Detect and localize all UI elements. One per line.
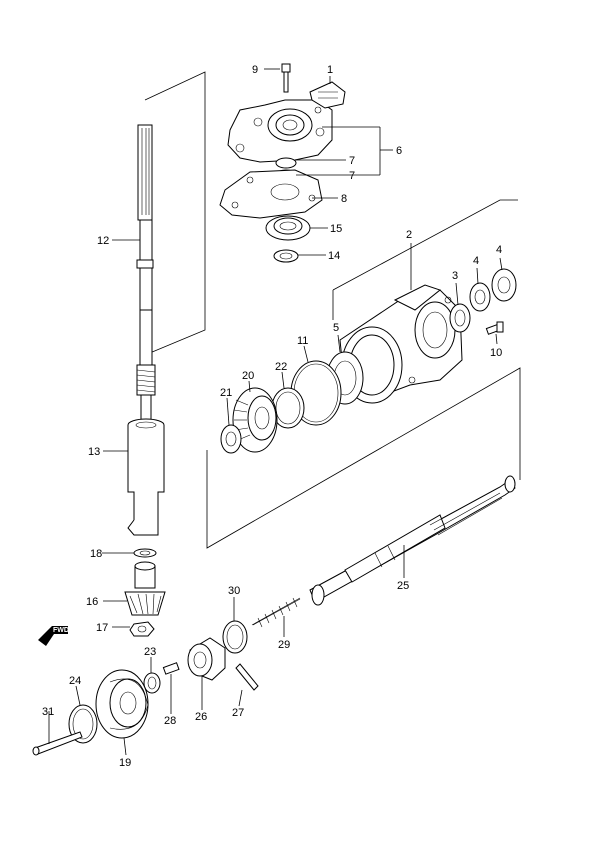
callout-27: 27 bbox=[232, 707, 244, 719]
callout-6: 6 bbox=[396, 145, 402, 157]
callout-7b: 7 bbox=[349, 170, 355, 182]
callout-11: 11 bbox=[297, 335, 308, 347]
drive-shaft-spring bbox=[136, 364, 156, 396]
forward-gear bbox=[232, 387, 278, 453]
callout-14: 14 bbox=[328, 250, 340, 262]
ring-30 bbox=[222, 620, 248, 654]
callout-22: 22 bbox=[275, 361, 287, 373]
forward-label: FWD bbox=[53, 627, 69, 634]
callout-13: 13 bbox=[88, 446, 100, 458]
callout-5: 5 bbox=[333, 322, 339, 334]
callout-26: 26 bbox=[195, 711, 207, 723]
pinion-nut bbox=[129, 621, 155, 637]
callout-28: 28 bbox=[164, 715, 176, 727]
seal-4a bbox=[469, 282, 491, 312]
group-bracket-upper bbox=[144, 71, 206, 356]
callout-20: 20 bbox=[242, 370, 254, 382]
callout-4b: 4 bbox=[496, 244, 502, 256]
callout-10: 10 bbox=[490, 347, 502, 359]
callout-12: 12 bbox=[97, 235, 109, 247]
drive-shaft-sleeve bbox=[127, 418, 165, 536]
washer-21 bbox=[220, 424, 242, 454]
callout-21: 21 bbox=[220, 387, 232, 399]
bolt-10 bbox=[485, 321, 504, 335]
bearing-3 bbox=[449, 303, 471, 333]
bearing-15 bbox=[265, 215, 311, 241]
drive-shaft bbox=[136, 124, 156, 421]
callout-8: 8 bbox=[341, 193, 347, 205]
seal-14 bbox=[273, 249, 299, 263]
group-bracket-middle bbox=[332, 199, 518, 320]
spring-29 bbox=[251, 597, 301, 628]
washer-18 bbox=[133, 548, 157, 558]
callout-25: 25 bbox=[397, 580, 409, 592]
callout-24: 24 bbox=[69, 675, 81, 687]
push-rod-31 bbox=[32, 731, 83, 756]
water-pump-insert bbox=[309, 81, 346, 109]
callout-29: 29 bbox=[278, 639, 290, 651]
washer-23 bbox=[143, 672, 161, 694]
callout-1: 1 bbox=[327, 64, 333, 76]
callout-16: 16 bbox=[86, 596, 98, 608]
forward-arrow-icon: FWD bbox=[38, 626, 69, 646]
callout-23: 23 bbox=[144, 646, 156, 658]
bolt-9 bbox=[281, 63, 291, 93]
leader-lines bbox=[48, 68, 503, 756]
propeller-shaft bbox=[309, 475, 516, 606]
callout-7a: 7 bbox=[349, 155, 355, 167]
pinion-gear bbox=[124, 561, 166, 616]
gasket-8 bbox=[219, 169, 323, 219]
reverse-gear bbox=[95, 669, 149, 739]
pin-28 bbox=[162, 662, 180, 675]
callout-17: 17 bbox=[96, 622, 108, 634]
callout-4a: 4 bbox=[473, 255, 479, 267]
callout-31: 31 bbox=[42, 706, 54, 718]
callout-2: 2 bbox=[406, 229, 412, 241]
o-ring-7a bbox=[275, 157, 297, 169]
group-bracket-lower bbox=[206, 367, 521, 549]
water-pump-case bbox=[227, 99, 333, 163]
callout-9: 9 bbox=[252, 64, 258, 76]
clutch-dog bbox=[187, 637, 226, 681]
callout-19: 19 bbox=[119, 757, 131, 769]
callouts: 1 2 3 4 4 5 6 7 7 8 9 10 11 12 13 14 15 … bbox=[42, 64, 502, 769]
callout-15: 15 bbox=[330, 223, 342, 235]
callout-3: 3 bbox=[452, 270, 458, 282]
seal-4b bbox=[491, 268, 517, 302]
callout-30: 30 bbox=[228, 585, 240, 597]
pin-27 bbox=[235, 663, 259, 691]
callout-18: 18 bbox=[90, 548, 102, 560]
